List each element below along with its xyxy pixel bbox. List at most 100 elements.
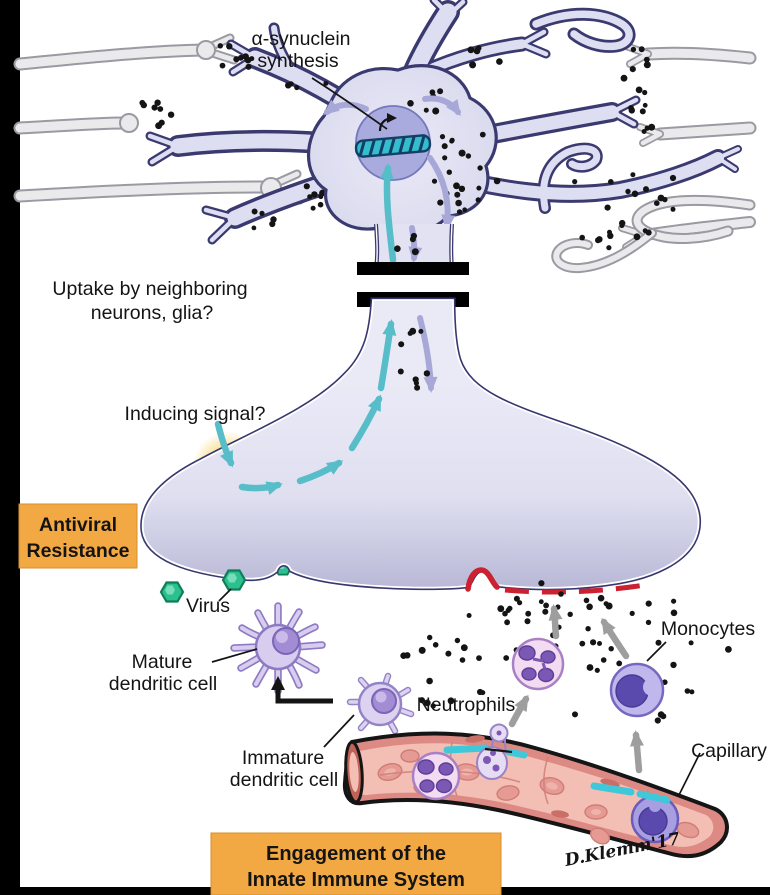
signal-arrow-membrane-1: [238, 481, 283, 495]
alpha-synuclein-dot: [606, 245, 612, 251]
diapedesis-cell: [476, 723, 513, 780]
alpha-synuclein-dot: [226, 43, 233, 50]
alpha-synuclein-dot: [245, 63, 252, 70]
transport-arrow-axon-lower: [417, 315, 438, 393]
label-engagement-line2: Innate Immune System: [247, 869, 465, 891]
alpha-synuclein-dot: [645, 619, 652, 626]
alpha-synuclein-dot: [586, 603, 593, 611]
alpha-synuclein-dot: [427, 634, 433, 641]
label-antiviral-line1: Antiviral: [39, 514, 117, 536]
alpha-synuclein-dot: [426, 677, 433, 685]
alpha-synuclein-dot: [585, 626, 591, 632]
alpha-synuclein-dot: [654, 717, 661, 724]
alpha-synuclein-dot: [455, 199, 462, 207]
label-virus: Virus: [186, 595, 230, 617]
alpha-synuclein-dot: [219, 62, 226, 69]
alpha-synuclein-dot: [158, 119, 165, 126]
alpha-synuclein-dot: [558, 591, 564, 597]
alpha-synuclein-dot: [643, 56, 650, 63]
alpha-synuclein-dot: [607, 229, 612, 235]
alpha-synuclein-dot: [398, 341, 405, 348]
alpha-synuclein-dot: [542, 608, 549, 615]
signal-arrow-axon-1: [348, 394, 383, 452]
alpha-synuclein-dot: [217, 43, 223, 49]
alpha-synuclein-dot: [670, 661, 677, 669]
alpha-synuclein-dot: [430, 703, 436, 709]
alpha-synuclein-dot: [458, 185, 466, 192]
alpha-synuclein-dot: [449, 137, 455, 143]
alpha-synuclein-dot: [657, 711, 665, 718]
transport-arrow-axon-upper: [408, 225, 423, 263]
alpha-synuclein-dot: [432, 107, 440, 115]
alpha-synuclein-dot: [259, 210, 265, 216]
frame-left-bar: [0, 0, 20, 895]
label-immature-dc-line1: Immature: [242, 747, 324, 769]
alpha-synuclein-dot: [633, 233, 641, 241]
alpha-synuclein-dot: [476, 185, 482, 191]
alpha-synuclein-dot: [437, 88, 444, 95]
alpha-synuclein-dot: [507, 605, 513, 612]
alpha-synuclein-dot: [620, 74, 628, 82]
alpha-synuclein-dot: [411, 248, 419, 256]
gray-neuron-lower-right: [551, 194, 756, 274]
alpha-synuclein-dot: [409, 327, 417, 335]
alpha-synuclein-dot: [572, 711, 578, 718]
alpha-synuclein-dot: [497, 605, 505, 613]
alpha-synuclein-dot: [407, 100, 414, 107]
alpha-synuclein-dot: [460, 644, 468, 652]
label-capillary: Capillary: [691, 740, 767, 762]
alpha-synuclein-dot: [669, 174, 677, 182]
axon-break-bar-top: [357, 262, 469, 275]
alpha-synuclein-dot: [151, 104, 158, 111]
alpha-synuclein-dot: [619, 223, 625, 229]
endothelial-nuclei: [465, 735, 620, 818]
alpha-synuclein-dot: [493, 177, 501, 185]
alpha-synuclein-dot: [157, 106, 164, 112]
label-uptake-line1: Uptake by neighboring: [52, 278, 247, 300]
alpha-synuclein-dot: [572, 179, 578, 185]
label-mature-dc-line1: Mature: [132, 651, 193, 673]
alpha-synuclein-dot: [725, 646, 732, 653]
transport-arrow-left: [323, 99, 369, 116]
released-alpha-synuclein-dots: [400, 634, 439, 659]
axon-dots: [397, 327, 431, 391]
label-engagement-line1: Engagement of the: [266, 843, 446, 865]
alpha-synuclein-dot: [625, 188, 631, 195]
alpha-synuclein-dot: [504, 619, 510, 626]
alpha-synuclein-dot: [645, 600, 652, 607]
alpha-synuclein-dot: [439, 134, 446, 140]
transport-arrow-down: [427, 155, 456, 231]
alpha-synuclein-dot: [583, 597, 590, 604]
alpha-synuclein-dot: [538, 599, 544, 605]
alpha-synuclein-dot: [453, 182, 460, 190]
label-mature-dc-line2: dendritic cell: [109, 673, 217, 695]
alpha-synuclein-dot: [469, 61, 477, 69]
alpha-synuclein-dot: [442, 155, 448, 161]
alpha-synuclein-dot: [638, 46, 645, 53]
alpha-synuclein-dot: [139, 99, 146, 106]
alpha-synuclein-dot: [418, 646, 426, 654]
alpha-synuclein-dot: [477, 165, 483, 171]
alpha-synuclein-dot: [648, 123, 656, 131]
alpha-synuclein-dot: [447, 697, 455, 705]
alpha-synuclein-dot: [288, 81, 294, 87]
dendrite-dots: [285, 80, 329, 91]
membrane-damage-dashes: [504, 582, 646, 595]
alpha-synuclein-dot: [642, 89, 648, 96]
alpha-synuclein-dot: [642, 102, 648, 108]
alpha-synuclein-dot: [670, 206, 676, 212]
alpha-synuclein-dot: [465, 153, 472, 159]
alpha-synuclein-dot: [643, 61, 651, 69]
label-synthesis-line2: synthesis: [257, 50, 339, 72]
alpha-synuclein-dot: [414, 384, 421, 391]
synapse-dots: [628, 102, 656, 134]
alpha-synuclein-dot: [629, 610, 635, 617]
alpha-synuclein-dot: [445, 650, 452, 657]
alpha-synuclein-dot: [670, 609, 678, 617]
alpha-synuclein-dot: [616, 660, 623, 667]
dna-icon: [354, 134, 432, 158]
synapse-dots: [604, 194, 676, 241]
alpha-synuclein-dot: [249, 56, 255, 62]
alpha-synuclein-dot: [479, 131, 486, 138]
alpha-synuclein-dot: [441, 143, 448, 150]
